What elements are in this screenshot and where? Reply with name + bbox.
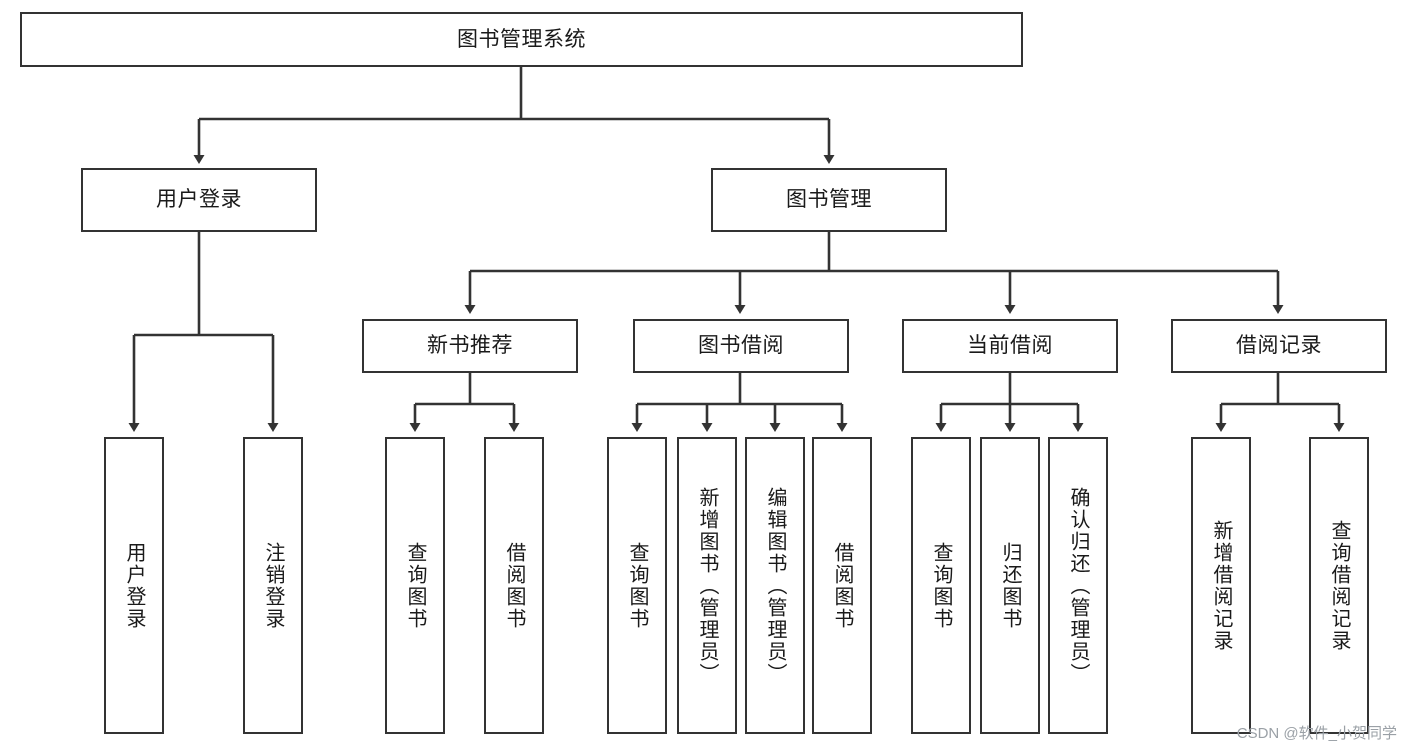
node-current-borrow[interactable]: 当前借阅 bbox=[902, 319, 1118, 373]
node-label: 借阅记录 bbox=[1236, 334, 1322, 358]
leaf-borrow-add-book-admin[interactable]: 新增图书（管理员） bbox=[677, 437, 737, 734]
leaf-user-login-signin[interactable]: 用户登录 bbox=[104, 437, 164, 734]
node-label: 新书推荐 bbox=[427, 334, 513, 358]
node-label: 注销登录 bbox=[262, 541, 284, 630]
node-label: 查询图书 bbox=[930, 541, 952, 630]
leaf-current-confirm-return-admin[interactable]: 确认归还（管理员） bbox=[1048, 437, 1108, 734]
node-label: 图书借阅 bbox=[698, 334, 784, 358]
leaf-borrow-borrow-book[interactable]: 借阅图书 bbox=[812, 437, 872, 734]
leaf-user-login-signout[interactable]: 注销登录 bbox=[243, 437, 303, 734]
node-label: 用户登录 bbox=[156, 188, 242, 212]
node-borrow-record[interactable]: 借阅记录 bbox=[1171, 319, 1387, 373]
node-book-management[interactable]: 图书管理 bbox=[711, 168, 947, 232]
leaf-record-query-record[interactable]: 查询借阅记录 bbox=[1309, 437, 1369, 734]
node-label: 查询图书 bbox=[404, 541, 426, 630]
leaf-recommend-query-book[interactable]: 查询图书 bbox=[385, 437, 445, 734]
node-label: 借阅图书 bbox=[831, 541, 853, 630]
node-label: 查询图书 bbox=[626, 541, 648, 630]
node-label: 当前借阅 bbox=[967, 334, 1053, 358]
leaf-record-add-record[interactable]: 新增借阅记录 bbox=[1191, 437, 1251, 734]
leaf-current-return-book[interactable]: 归还图书 bbox=[980, 437, 1040, 734]
node-new-book-recommend[interactable]: 新书推荐 bbox=[362, 319, 578, 373]
node-label: 确认归还（管理员） bbox=[1067, 486, 1089, 685]
node-label: 查询借阅记录 bbox=[1328, 519, 1350, 652]
node-label: 图书管理 bbox=[786, 188, 872, 212]
node-label: 图书管理系统 bbox=[457, 27, 586, 51]
leaf-borrow-query-book[interactable]: 查询图书 bbox=[607, 437, 667, 734]
node-root-system[interactable]: 图书管理系统 bbox=[20, 12, 1023, 67]
node-label: 编辑图书（管理员） bbox=[764, 486, 786, 685]
leaf-recommend-borrow-book[interactable]: 借阅图书 bbox=[484, 437, 544, 734]
watermark-text: CSDN @软件_小贺同学 bbox=[1236, 725, 1397, 742]
node-label: 用户登录 bbox=[123, 541, 145, 630]
node-label: 新增图书（管理员） bbox=[696, 486, 718, 685]
node-label: 新增借阅记录 bbox=[1210, 519, 1232, 652]
node-label: 借阅图书 bbox=[503, 541, 525, 630]
leaf-current-query-book[interactable]: 查询图书 bbox=[911, 437, 971, 734]
node-label: 归还图书 bbox=[999, 541, 1021, 630]
node-book-borrow[interactable]: 图书借阅 bbox=[633, 319, 849, 373]
leaf-borrow-edit-book-admin[interactable]: 编辑图书（管理员） bbox=[745, 437, 805, 734]
node-user-login[interactable]: 用户登录 bbox=[81, 168, 317, 232]
